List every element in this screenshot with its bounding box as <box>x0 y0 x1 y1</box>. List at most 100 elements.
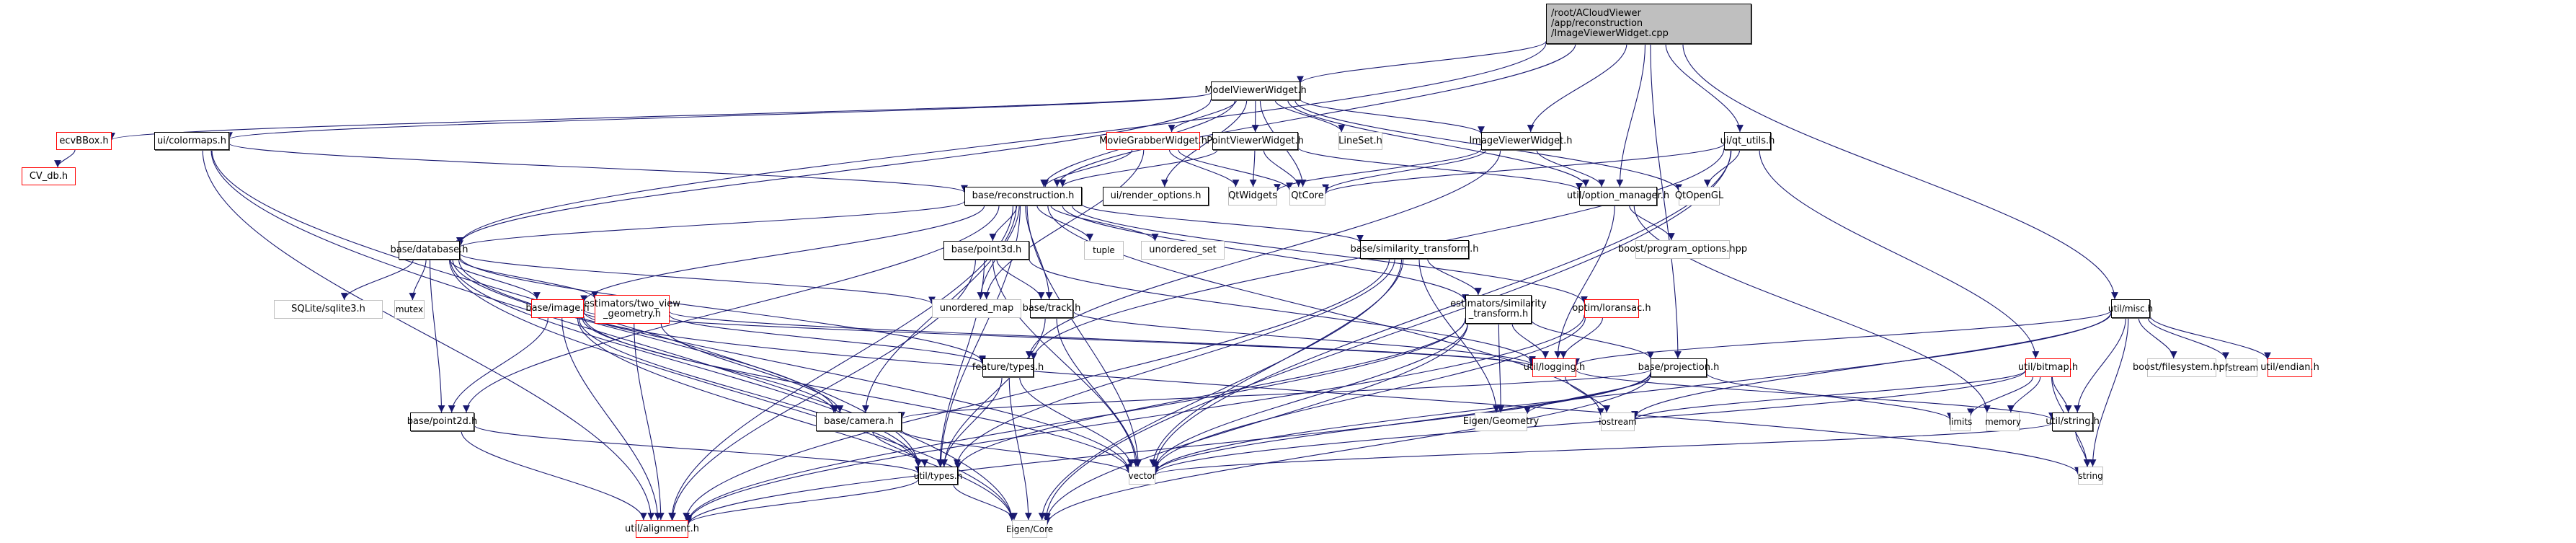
edge-option_manager-to-program_options <box>1629 205 1675 241</box>
edge-est_similarity_transform-to-util_types <box>954 319 1466 470</box>
node-util-string-h[interactable]: util/string.h <box>2046 412 2100 431</box>
edge-logging-to-iostream <box>1565 376 1611 413</box>
node-base-point3d-h[interactable]: base/point3d.h <box>943 241 1029 260</box>
edge-projection-to-EigenGeometry <box>1524 376 1651 415</box>
edge-reconstruction-to-similarity_transform <box>1081 203 1364 243</box>
node-imageviewerwidget-h[interactable]: ImageViewerWidget.h <box>1469 132 1573 150</box>
edge-database-to-util_types <box>450 259 922 467</box>
node-base-point2d-h[interactable]: base/point2d.h <box>407 412 477 431</box>
edge-similarity_transform-to-EigenGeometry <box>1418 258 1500 413</box>
node-pointviewerwidget-h[interactable]: PointViewerWidget.h <box>1207 132 1304 150</box>
node-ui-colormaps-h[interactable]: ui/colormaps.h <box>154 132 229 150</box>
node-base-projection-h[interactable]: base/projection.h <box>1638 358 1719 377</box>
edge-feature_types-to-util_types <box>940 376 1003 467</box>
edge-projection-to-EigenCore <box>1044 374 1651 525</box>
edge-ModelViewerWidget-to-option_manager <box>1287 100 1590 187</box>
edge-similarity_transform-to-util_types <box>954 258 1395 467</box>
node-limits: limits <box>1949 412 1972 431</box>
edge-qt_utils-to-bitmap <box>1759 149 2040 359</box>
edge-est_similarity_transform-to-projection <box>1531 319 1654 359</box>
node-feature-types-h[interactable]: feature/types.h <box>972 358 1044 377</box>
node-qtwidgets: QtWidgets <box>1228 187 1277 206</box>
node-util-types-h[interactable]: util/types.h <box>914 467 962 485</box>
node-eigen-core: Eigen/Core <box>1006 520 1053 538</box>
edge-ModelViewerWidget-to-ImageViewerWidget <box>1300 99 1485 134</box>
edge-colormaps-to-EigenCore <box>210 149 1016 521</box>
node-estimators-similarity-transform-h[interactable]: estimators/similarity _transform.h <box>1450 295 1547 324</box>
node-optim-loransac-h[interactable]: optim/loransac.h <box>1572 299 1651 318</box>
node-ecvbbox-h[interactable]: ecvBBox.h <box>56 132 112 150</box>
edge-loransac-to-vector <box>1152 317 1586 471</box>
edge-two_view_geometry-to-feature_types <box>669 314 986 364</box>
node-moviegrabberwidget-h[interactable]: MovieGrabberWidget.h <box>1099 132 1207 150</box>
edge-reconstruction-to-est_similarity_transform <box>1062 205 1469 302</box>
edge-image-to-EigenCore <box>577 317 1016 521</box>
node-util-option-manager-h[interactable]: util/option_manager.h <box>1567 187 1669 206</box>
node-base-reconstruction-h[interactable]: base/reconstruction.h <box>964 187 1082 206</box>
node-eigen-geometry: Eigen/Geometry <box>1463 412 1539 431</box>
edge-misc-to-iostream <box>1631 312 2112 418</box>
edge-image-to-string <box>583 311 2082 474</box>
edge-point3d-to-vector <box>992 259 1140 467</box>
node-util-alignment-h[interactable]: util/alignment.h <box>625 520 699 538</box>
node-mutex: mutex <box>394 300 425 319</box>
edge-misc-to-endian <box>2149 315 2271 360</box>
edge-projection-to-camera <box>898 369 1651 420</box>
edge-projection-to-limits <box>1706 373 1954 420</box>
edge-ImageViewerWidget-to-option_manager <box>1536 149 1605 187</box>
node-base-image-h[interactable]: base/image.h <box>525 299 590 318</box>
edge-util_string-to-string <box>2075 431 2092 467</box>
edge-util_types-to-EigenCore <box>953 484 1018 521</box>
edge-ModelViewerWidget-to-render_options <box>1160 100 1248 187</box>
edge-root-to-misc <box>1682 43 2118 300</box>
edge-reconstruction-to-tuple <box>1036 205 1094 242</box>
node-modelviewerwidget-h[interactable]: ModelViewerWidget.h <box>1204 81 1307 100</box>
edge-ModelViewerWidget-to-colormaps <box>226 92 1212 140</box>
edge-database-to-point2d <box>429 259 445 413</box>
edge-image-to-alignment <box>561 317 662 521</box>
node-util-endian-h[interactable]: util/endian.h <box>2260 358 2319 377</box>
edge-point2d-to-util_types <box>474 425 922 474</box>
edge-ModelViewerWidget-to-LineSet <box>1274 100 1346 133</box>
edge-misc-to-string <box>2089 317 2129 467</box>
edge-qt_utils-to-EigenCore <box>1042 149 1731 521</box>
node-util-bitmap-h[interactable]: util/bitmap.h <box>2018 358 2078 377</box>
node-util-misc-h[interactable]: util/misc.h <box>2108 299 2153 318</box>
edge-reconstruction-to-database <box>456 200 965 248</box>
edge-point3d-to-track <box>996 259 1045 300</box>
node-base-camera-h[interactable]: base/camera.h <box>816 412 902 431</box>
node-lineset-h: LineSet.h <box>1338 132 1382 150</box>
node-ui-render-options-h[interactable]: ui/render_options.h <box>1103 187 1209 206</box>
edge-MovieGrabberWidget-to-unordered_map <box>982 149 1145 300</box>
edge-database-to-mutex <box>409 259 427 301</box>
edge-ImageViewerWidget-to-QtCore <box>1322 149 1487 192</box>
edge-MovieGrabberWidget-to-QtWidgets <box>1168 149 1240 187</box>
edge-database-to-camera <box>452 259 839 413</box>
edge-bitmap-to-limits <box>1967 376 2033 416</box>
edge-util_types-to-alignment <box>685 479 919 524</box>
edge-root-to-database <box>456 43 1547 245</box>
edge-misc-to-logging <box>1573 310 2112 366</box>
edge-reconstruction-to-point2d <box>463 205 1000 413</box>
edge-root-to-ImageViewerWidget <box>1527 43 1627 133</box>
node-boost-filesystem-hpp: boost/filesystem.hpp <box>2133 358 2231 377</box>
node-base-track-h[interactable]: base/track.h <box>1023 299 1080 318</box>
edge-root-to-projection <box>1650 43 1682 359</box>
node-fstream: fstream <box>2225 358 2258 377</box>
edge-track-to-vector <box>1056 317 1141 467</box>
edge-reconstruction-to-unordered_set <box>1050 205 1159 242</box>
node-cv-db-h[interactable]: CV_db.h <box>22 167 76 185</box>
edge-image-to-util_types <box>578 317 922 467</box>
edge-reconstruction-to-image <box>580 205 985 303</box>
node-base-similarity-transform-h[interactable]: base/similarity_transform.h <box>1351 240 1478 259</box>
node-estimators-two-view-geometry-h[interactable]: estimators/two_view _geometry.h <box>584 295 680 324</box>
node-util-logging-h[interactable]: util/logging.h <box>1524 358 1585 377</box>
edge-loransac-to-alignment <box>685 314 1585 524</box>
edge-colormaps-to-alignment <box>202 149 655 521</box>
node-qtopengl: QtOpenGL <box>1675 187 1723 206</box>
node-ui-qt-utils-h[interactable]: ui/qt_utils.h <box>1720 132 1775 150</box>
node-base-database-h[interactable]: base/database.h <box>391 241 468 260</box>
edge-loransac-to-logging <box>1560 317 1603 359</box>
node-iostream: iostream <box>1599 412 1637 431</box>
